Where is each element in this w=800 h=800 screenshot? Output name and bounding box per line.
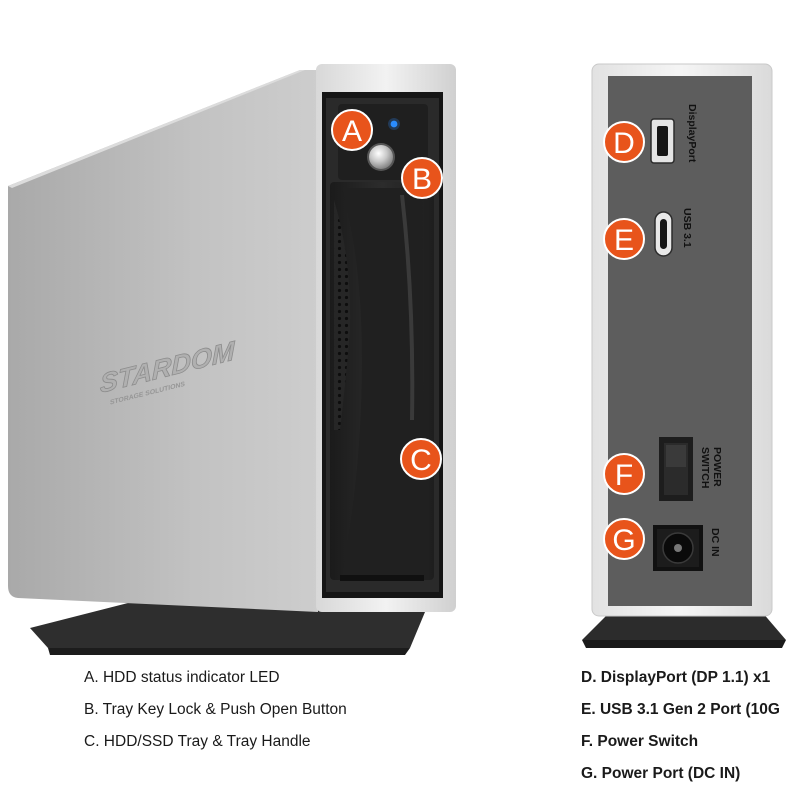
callout-c-letter: C — [410, 444, 432, 477]
rear-panel — [608, 76, 752, 606]
legend-item-a: A. HDD status indicator LED — [84, 669, 280, 686]
callout-g-letter: G — [612, 524, 635, 557]
dc-in-label: DC IN — [709, 528, 721, 557]
usb-label: USB 3.1 — [681, 208, 693, 248]
displayport-label: DisplayPort — [686, 104, 698, 163]
callout-d-letter: D — [613, 127, 635, 160]
legend-item-e: E. USB 3.1 Gen 2 Port (10G — [581, 701, 780, 718]
callout-f-letter: F — [615, 459, 633, 492]
front-enclosure: STARDOM STORAGE SOLUTIONS — [8, 64, 456, 655]
legend-item-g: G. Power Port (DC IN) — [581, 765, 741, 782]
legend-rear: D. DisplayPort (DP 1.1) x1 E. USB 3.1 Ge… — [581, 662, 780, 790]
enclosure-side-panel — [8, 70, 318, 612]
displayport-port — [650, 118, 675, 164]
callout-b-letter: B — [412, 163, 432, 196]
rear-stand — [582, 612, 786, 640]
callout-e: E — [603, 218, 645, 260]
power-switch-label-line2: SWITCH — [699, 447, 711, 488]
power-switch-label-line1: POWER — [711, 447, 723, 487]
callout-g: G — [603, 518, 645, 560]
status-led — [390, 120, 398, 128]
tray-handle — [342, 188, 424, 575]
legend-front: A. HDD status indicator LED B. Tray Key … — [84, 662, 347, 758]
callout-d: D — [603, 121, 645, 163]
callout-a: A — [331, 109, 373, 151]
callout-c: C — [400, 438, 442, 480]
legend-item-f: F. Power Switch — [581, 733, 699, 750]
callout-a-letter: A — [342, 115, 362, 148]
legend-item-d: D. DisplayPort (DP 1.1) x1 — [581, 669, 771, 686]
callout-e-letter: E — [614, 224, 634, 257]
callout-b: B — [401, 157, 443, 199]
callout-f: F — [603, 453, 645, 495]
legend-item-b: B. Tray Key Lock & Push Open Button — [84, 701, 347, 718]
power-switch — [659, 437, 693, 501]
dc-in-port — [653, 525, 703, 571]
usb-c-port — [654, 211, 673, 257]
legend-item-c: C. HDD/SSD Tray & Tray Handle — [84, 733, 311, 750]
